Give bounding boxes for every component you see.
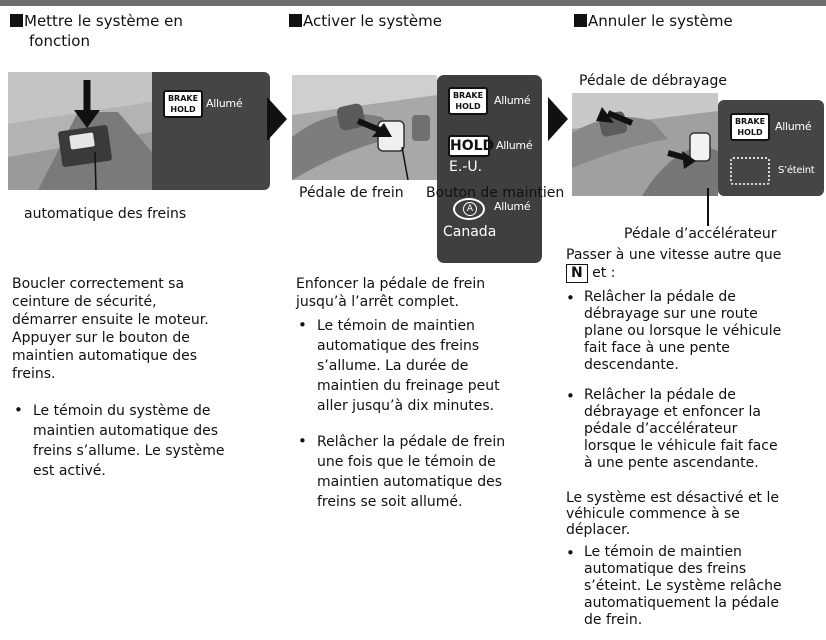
- accel-leader-line: [707, 188, 709, 226]
- heading-square-icon: [574, 14, 587, 27]
- hold-indicator: HOLD: [448, 135, 494, 157]
- label-clutch-pedal: Pédale de débrayage: [579, 73, 728, 89]
- indicator-off-icon: [730, 157, 770, 185]
- region-canada: Canada: [443, 224, 497, 240]
- brake-pedal-illustration: [292, 75, 437, 180]
- col2-status-on-2: Allumé: [496, 139, 533, 152]
- col2-status-on-3: Allumé: [494, 200, 531, 213]
- console-button-photo: [8, 72, 152, 190]
- bullet-icon: •: [566, 289, 575, 307]
- bullet-icon: •: [566, 544, 575, 562]
- col1-photo-caption: automatique des freins: [24, 206, 187, 222]
- step-arrow-2: [548, 97, 568, 141]
- console-button-illustration: [8, 72, 152, 190]
- step-arrow-1: [267, 97, 287, 141]
- label-accelerator-pedal: Pédale d’accélérateur: [624, 226, 777, 242]
- region-us: E.-U.: [449, 159, 483, 175]
- col3-status-off: S’éteint: [778, 165, 815, 176]
- col2-status-on-1: Allumé: [494, 94, 531, 107]
- clutch-accelerator-photo: [572, 93, 718, 196]
- label-hold-button: Bouton de maintien: [426, 185, 565, 201]
- brake-pedal-photo: [292, 75, 437, 180]
- clutch-accelerator-illustration: [572, 93, 718, 196]
- bullet-icon: •: [14, 401, 23, 419]
- col1-heading: Mettre le système en fonction: [10, 11, 183, 51]
- top-border: [0, 0, 826, 6]
- bullet-icon: •: [298, 316, 307, 334]
- gear-n-indicator: N: [566, 264, 588, 283]
- col2-heading: Activer le système: [289, 11, 442, 31]
- heading-square-icon: [289, 14, 302, 27]
- col1-status-on: Allumé: [206, 97, 243, 110]
- col3-intro: Passer à une vitesse autre que N et :: [566, 247, 782, 283]
- bullet-icon: •: [566, 387, 575, 405]
- col3-heading: Annuler le système: [574, 11, 733, 31]
- col3-status-on: Allumé: [775, 120, 812, 133]
- label-brake-pedal: Pédale de frein: [299, 185, 404, 201]
- heading-square-icon: [10, 14, 23, 27]
- bullet-icon: •: [298, 432, 307, 450]
- hold-symbol-icon: A: [453, 198, 485, 220]
